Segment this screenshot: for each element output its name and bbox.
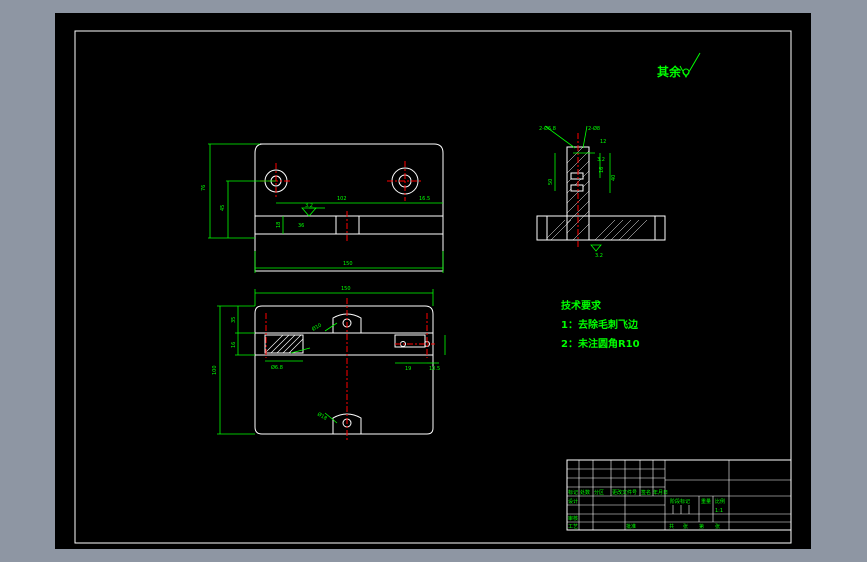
tech-requirement-1: 1：去除毛刺飞边 [561, 318, 639, 331]
dim-3-2-side-top: 3.2 [597, 157, 605, 163]
tb-label-total: 共 [669, 523, 674, 530]
dim-2-d8: 2-Ø8 [588, 125, 600, 132]
tb-label-signature: 签名 [641, 489, 651, 496]
tb-label-mark: 标记 [568, 489, 578, 496]
dim-40: 40 [611, 175, 617, 181]
dim-19: 19 [405, 366, 411, 372]
dim-16-side: 16 [599, 167, 605, 173]
dim-18: 18 [276, 222, 282, 228]
dim-50: 50 [548, 179, 554, 185]
tech-requirement-2: 2：未注圆角R10 [561, 337, 640, 350]
tb-scale-value: 1:1 [715, 508, 723, 514]
tb-label-change-doc: 更改文件号 [612, 489, 637, 496]
tech-requirements: 技术要求 1：去除毛刺飞边 2：未注圆角R10 [561, 299, 640, 350]
tb-label-approve: 批准 [626, 523, 636, 530]
dim-3-2-front: 3.2 [305, 203, 313, 209]
dim-76: 76 [201, 185, 207, 191]
tb-label-no: 第 [699, 523, 704, 530]
dim-102: 102 [337, 196, 347, 202]
dim-45: 45 [220, 205, 226, 211]
drawing-sheet: 其余 76 [55, 13, 811, 549]
tb-label-date: 年月日 [653, 489, 668, 496]
tb-label-scale: 比例 [715, 498, 725, 505]
dim-d6-8-top: Ø6.8 [271, 364, 283, 371]
dim-d10: Ø10 [311, 322, 323, 333]
dim-150-top: 150 [341, 286, 351, 292]
roughness-check-icon [679, 52, 701, 79]
tb-label-process: 工艺 [568, 524, 578, 530]
tb-label-sheet: 张 [715, 523, 720, 530]
dim-36: 36 [298, 223, 304, 229]
tb-label-design: 设计 [568, 498, 578, 505]
dim-10-5: 10.5 [429, 366, 440, 372]
dim-16-top: 16 [231, 342, 237, 348]
tech-requirements-title: 技术要求 [561, 299, 602, 312]
tb-label-zone: 分区 [594, 489, 604, 496]
tb-label-sheets: 张 [683, 523, 688, 530]
dim-d18: Ø18 [316, 411, 328, 422]
top-view: 150 35 16 100 Ø10 Ø18 19 10.5 Ø6.8 [212, 286, 446, 441]
side-section-view: 2-Ø6.8 2-Ø8 3.2 12 50 40 16 3.2 [536, 125, 666, 259]
dim-150-front: 150 [343, 261, 353, 267]
drawing-border [74, 30, 792, 544]
tb-label-weight: 重量 [701, 498, 711, 505]
tb-label-review: 审核 [568, 515, 578, 522]
roughness-note: 其余 [657, 52, 701, 79]
roughness-label: 其余 [657, 64, 682, 79]
dim-35: 35 [231, 317, 237, 323]
dim-3-2-side-bottom: 3.2 [595, 253, 603, 259]
dim-2-d6-8: 2-Ø6.8 [539, 125, 556, 132]
dim-12: 12 [600, 139, 606, 145]
tb-label-count: 处数 [580, 489, 590, 496]
cad-drawing: 其余 76 [74, 30, 792, 544]
dim-100: 100 [212, 365, 218, 375]
dim-16-5: 16.5 [419, 196, 430, 202]
tb-label-stage: 阶段标记 [670, 498, 690, 505]
front-view: 76 45 102 16.5 3.2 18 36 150 [201, 143, 444, 273]
title-block: 标记 处数 分区 更改文件号 签名 年月日 设计 审核 工艺 批准 阶段标记 重… [566, 459, 792, 531]
